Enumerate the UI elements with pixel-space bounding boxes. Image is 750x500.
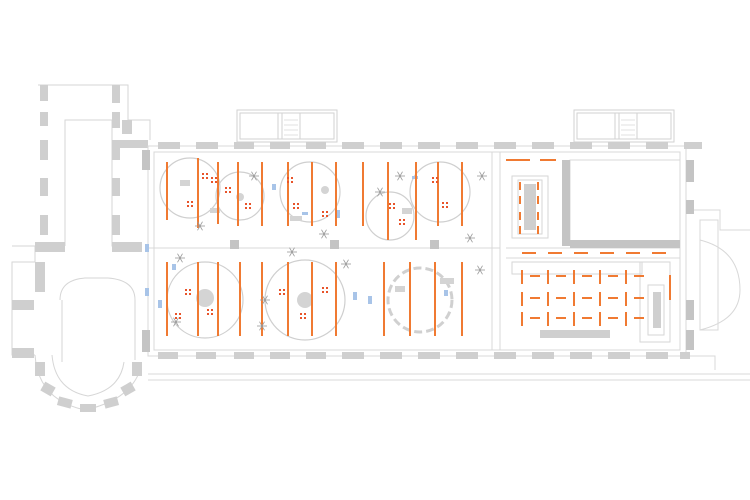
table-marker bbox=[293, 203, 299, 209]
room-furniture bbox=[180, 180, 454, 308]
left-wing-walls bbox=[12, 85, 148, 412]
plant-icon bbox=[319, 229, 329, 239]
table-marker bbox=[432, 177, 438, 183]
plant-icon bbox=[260, 295, 270, 305]
table-marker bbox=[211, 177, 217, 183]
right-section-frame bbox=[511, 175, 671, 343]
right-furniture bbox=[524, 184, 661, 338]
plant-icon bbox=[465, 233, 475, 243]
plant-icon bbox=[175, 253, 185, 263]
table-marker bbox=[442, 202, 448, 208]
table-marker bbox=[389, 203, 395, 209]
table-marker bbox=[207, 309, 213, 315]
plant-icon bbox=[341, 259, 351, 269]
plant-icon bbox=[287, 247, 297, 257]
table-marker bbox=[202, 173, 208, 179]
stair-steps bbox=[284, 119, 635, 136]
stair-blocks bbox=[236, 109, 675, 143]
blue-seats bbox=[145, 176, 448, 308]
table-marker bbox=[175, 313, 181, 319]
round-rooms bbox=[159, 157, 471, 341]
hall-columns bbox=[142, 150, 694, 352]
plant-icon bbox=[257, 321, 267, 331]
plant-icon bbox=[477, 171, 487, 181]
main-hall-top-wall bbox=[158, 142, 702, 149]
plant-icon bbox=[195, 221, 205, 231]
table-markers bbox=[175, 173, 448, 319]
orange-partitions bbox=[166, 158, 463, 336]
plant-icon bbox=[171, 317, 181, 327]
plant-icon bbox=[249, 171, 259, 181]
table-marker bbox=[322, 211, 328, 217]
table-marker bbox=[287, 177, 293, 183]
table-marker bbox=[300, 313, 306, 319]
table-marker bbox=[187, 201, 193, 207]
table-marker bbox=[245, 203, 251, 209]
orange-dash-grid bbox=[506, 159, 671, 326]
table-marker bbox=[225, 187, 231, 193]
table-marker bbox=[279, 289, 285, 295]
table-marker bbox=[399, 219, 405, 225]
plant-icon bbox=[375, 187, 385, 197]
plant-icons bbox=[171, 171, 487, 331]
table-marker bbox=[185, 289, 191, 295]
table-marker bbox=[322, 287, 328, 293]
plant-icon bbox=[395, 171, 405, 181]
main-hall-bottom-wall bbox=[158, 352, 690, 359]
plant-icon bbox=[475, 265, 485, 275]
